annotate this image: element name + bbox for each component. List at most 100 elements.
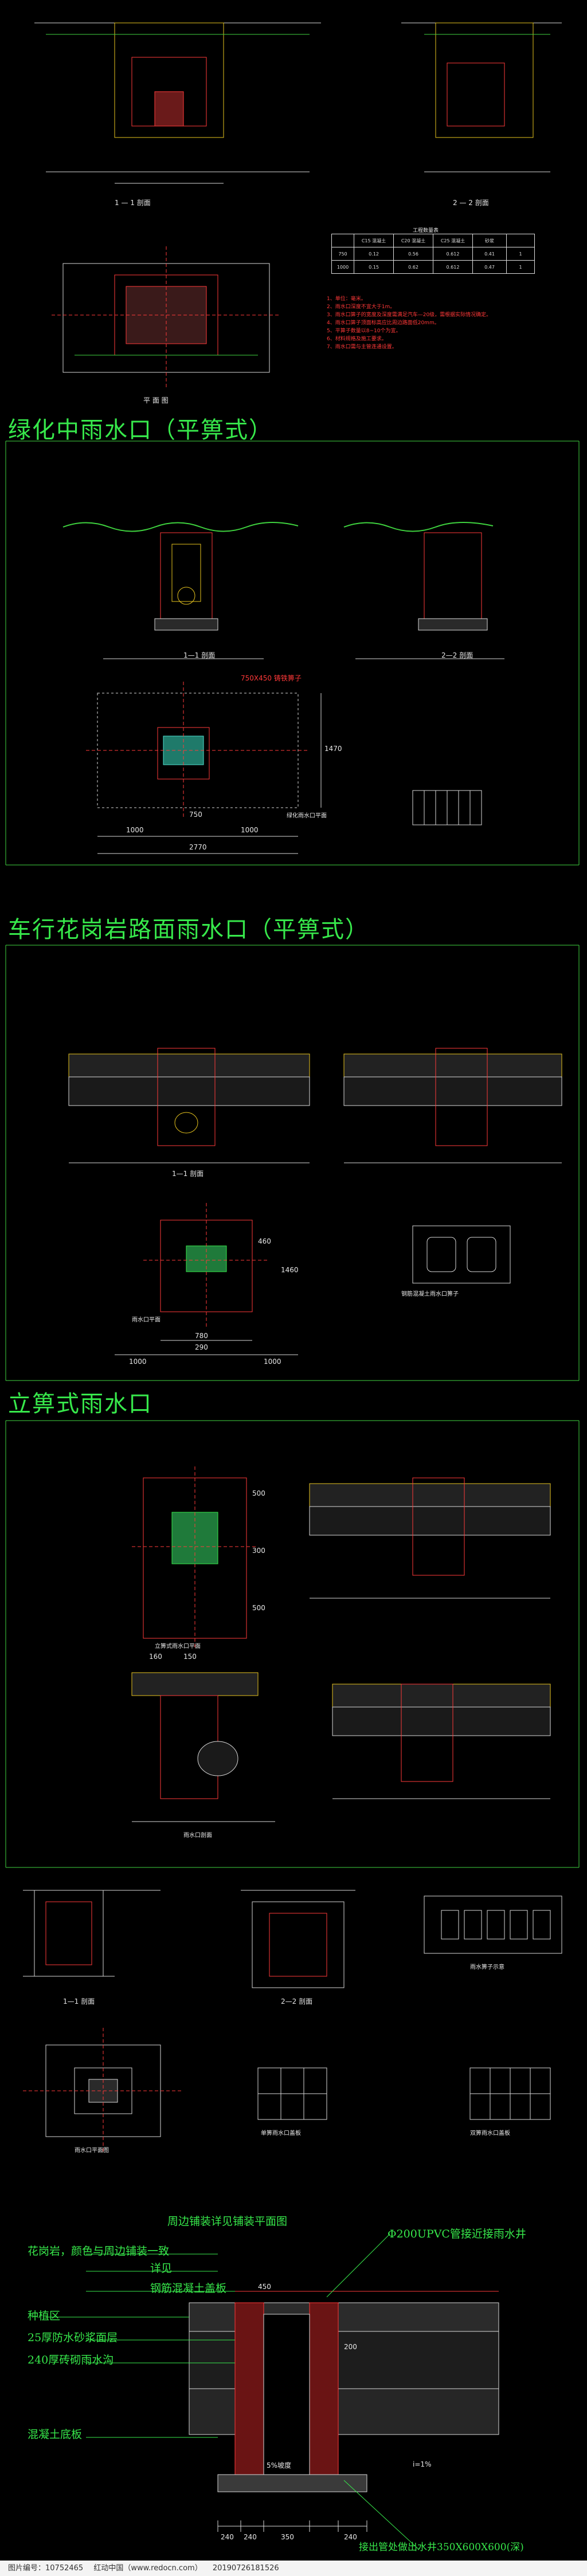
table-cell: 0.612 [433, 247, 473, 261]
s1-section-a-label: 1—1 剖面 [183, 651, 216, 659]
note-line: 3、雨水口箅子的宽度及深度需满足汽车—20级，需根据实际情况确定。 [327, 312, 492, 318]
lower-plan-c-label: 双箅雨水口盖板 [470, 2130, 510, 2137]
s3-dim-5: 160 [149, 1653, 162, 1661]
lower-sec-1-label: 1—1 剖面 [63, 1997, 95, 2005]
top-section-1-1-drawing [34, 22, 321, 184]
top-table-title: 工程数量表 [413, 228, 439, 234]
table-cell: C25 混凝土 [433, 234, 473, 247]
s1-grate-drawing [412, 790, 482, 825]
lower-sec-2-label: 2—2 剖面 [281, 1997, 313, 2005]
detail-dim-4: 350 [281, 2533, 294, 2541]
table-row: 750 0.12 0.56 0.612 0.41 1 [331, 247, 535, 261]
detail-title: 周边铺装详见铺装平面图 [167, 2215, 288, 2228]
s2-section-a-label: 1—1 剖面 [172, 1170, 204, 1178]
footer-site[interactable]: 红动中国（www.redocn.com） [93, 2564, 202, 2573]
detail-label-cover: 钢筋混凝土盖板 [150, 2282, 227, 2295]
top-section-1-label: 1 — 1 剖面 [115, 199, 151, 207]
detail-label-see: 详见 [150, 2262, 173, 2275]
s1-dim-1: 1000 [126, 826, 144, 834]
s2-section-a-drawing [68, 1048, 310, 1163]
s3-dim-2: 300 [252, 1547, 265, 1555]
table-cell [331, 234, 354, 247]
s3-section-c-drawing [332, 1684, 551, 1799]
table-cell: 砂浆 [472, 234, 507, 247]
table-row: 1000 0.15 0.62 0.612 0.47 1 [331, 260, 535, 274]
s3-dim-1: 500 [252, 1489, 265, 1497]
s2-dim-3: 1000 [129, 1358, 147, 1366]
table-cell: 0.62 [393, 260, 433, 274]
detail-dim-2: 240 [221, 2533, 234, 2541]
table-cell: 0.12 [354, 247, 394, 261]
top-section-2-label: 2 — 2 剖面 [453, 199, 489, 207]
s1-grate-note: 750X450 铸铁箅子 [241, 674, 302, 682]
detail-dim-5: 240 [344, 2533, 357, 2541]
s1-section-b-label: 2—2 剖面 [441, 651, 473, 659]
detail-label-mortar: 25厚防水砂浆面层 [28, 2331, 118, 2344]
detail-bottom-label: 接出管处做出水井350X600X600(深) [359, 2542, 524, 2553]
note-line: 6、材料规格及施工要求。 [327, 336, 387, 342]
s1-dim-4: 2770 [189, 843, 207, 851]
section-1-frame [5, 441, 580, 866]
note-line: 4、雨水口箅子顶面标高应比周边路面低20mm。 [327, 320, 440, 326]
lower-grate-label: 雨水箅子示意 [470, 1964, 504, 1971]
lower-plan-b-label: 单箅雨水口盖板 [261, 2130, 301, 2137]
s1-dim-3: 1000 [241, 826, 259, 834]
s3-section-b-drawing [131, 1672, 275, 1822]
section-title-vertical-grate: 立箅式雨水口 [8, 1391, 152, 1417]
table-cell: 0.47 [472, 260, 507, 274]
detail-label-brick: 240厚砖砌雨水沟 [28, 2354, 114, 2366]
s3-dim-4: 150 [183, 1653, 197, 1661]
lower-plan-a [23, 2028, 183, 2154]
table-cell [506, 234, 535, 247]
s2-dim-6: 1460 [281, 1266, 299, 1274]
s2-plan-drawing [115, 1203, 298, 1355]
detail-label-granite: 花岗岩，颜色与周边铺装一致 [28, 2245, 170, 2258]
lower-sec-1 [23, 1890, 161, 1977]
detail-slope-label: 5%坡度 [267, 2461, 292, 2469]
table-cell: 0.15 [354, 260, 394, 274]
s3-section-title: 雨水口剖面 [183, 1832, 212, 1839]
lower-plan-a-label: 雨水口平面图 [75, 2148, 109, 2154]
s2-dim-2: 290 [195, 1343, 208, 1351]
quantity-table: C15 混凝土 C20 混凝土 C25 混凝土 砂浆 750 0.12 0.56… [331, 234, 535, 274]
note-line: 1、单位：毫米。 [327, 296, 366, 302]
lower-plan-c [469, 2067, 551, 2120]
s2-dim-5: 460 [258, 1237, 271, 1245]
table-cell: 1 [506, 247, 535, 261]
table-cell: C15 混凝土 [354, 234, 394, 247]
s1-plan-drawing [86, 682, 322, 854]
note-line: 7、雨水口需与主管连通设置。 [327, 344, 397, 350]
section-2-frame [5, 945, 580, 1381]
table-cell: 1000 [331, 260, 354, 274]
s1-dim-5: 1470 [324, 745, 342, 753]
detail-dim-6: 200 [344, 2343, 357, 2351]
top-section-2-2-drawing [401, 22, 562, 172]
lower-grate [424, 1895, 562, 1954]
detail-label-concrete: 混凝土底板 [28, 2428, 83, 2441]
detail-label-planting: 种植区 [28, 2310, 61, 2322]
table-cell: 0.41 [472, 247, 507, 261]
table-cell: 750 [331, 247, 354, 261]
table-row: C15 混凝土 C20 混凝土 C25 混凝土 砂浆 [331, 234, 535, 247]
section-title-granite-road: 车行花岗岩路面雨水口（平箅式） [8, 917, 369, 943]
s3-plan-drawing [132, 1466, 258, 1650]
footer-bar: 图片编号：10752465 红动中国（www.redocn.com） 20190… [0, 2561, 587, 2576]
s2-dim-1: 780 [195, 1332, 208, 1340]
section-title-green-area: 绿化中雨水口（平箅式） [8, 417, 273, 443]
section-3-frame [5, 1420, 580, 1868]
s1-section-b-drawing [343, 521, 504, 659]
note-line: 5、平箅子数量以8~10个为宜。 [327, 328, 401, 334]
s3-dim-3: 500 [252, 1604, 265, 1612]
s3-plan-title: 立箅式雨水口平面 [155, 1643, 201, 1650]
top-plan-label: 平 面 图 [143, 396, 169, 404]
s2-plan-title: 雨水口平面 [132, 1317, 161, 1323]
s1-dim-2: 750 [189, 811, 202, 819]
lower-sec-2 [241, 1890, 355, 1988]
table-cell: 0.56 [393, 247, 433, 261]
s2-grate-drawing [412, 1225, 511, 1284]
footer-image-id: 图片编号：10752465 [8, 2564, 84, 2573]
detail-drawing [189, 2291, 499, 2532]
detail-leaders [46, 2233, 419, 2550]
footer-code: 20190726181526 [212, 2564, 279, 2573]
